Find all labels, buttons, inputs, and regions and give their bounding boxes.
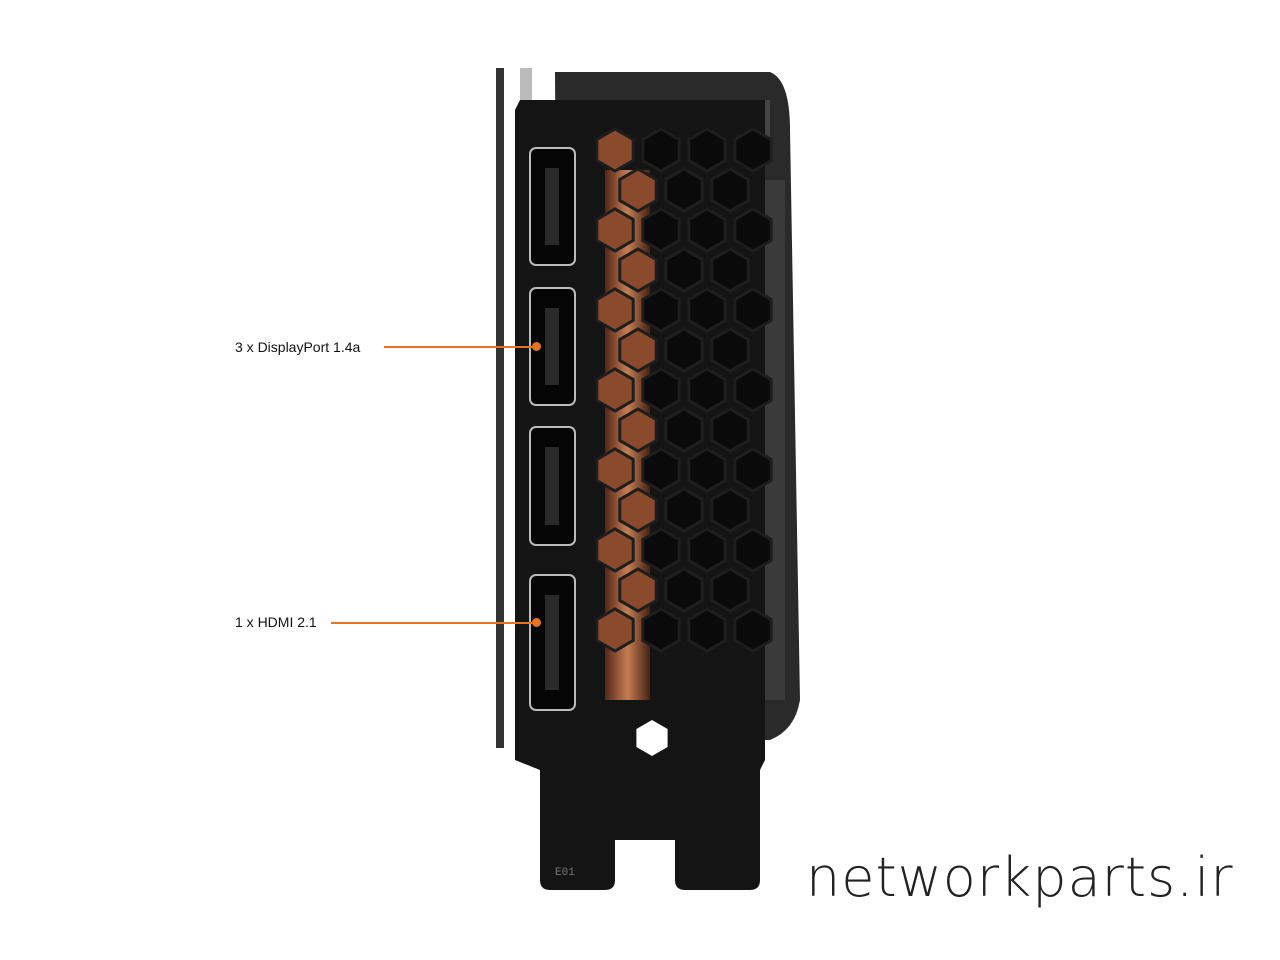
vent-hole — [733, 207, 773, 253]
vent-hole — [618, 567, 658, 613]
port-contacts — [545, 595, 559, 690]
vent-hole — [733, 127, 773, 173]
bracket-marking: E01 — [555, 867, 575, 879]
vent-hole — [687, 127, 727, 173]
vent-hole — [636, 720, 668, 756]
vent-hole — [595, 527, 635, 573]
vent-hole — [618, 407, 658, 453]
watermark: networkparts.ir — [806, 846, 1234, 909]
vent-hole — [641, 367, 681, 413]
vent-hole — [687, 207, 727, 253]
vent-hole — [595, 447, 635, 493]
vent-hole — [733, 367, 773, 413]
vent-hole — [710, 247, 750, 293]
vent-hole — [664, 407, 704, 453]
vent-hole — [641, 447, 681, 493]
vent-hole — [687, 607, 727, 653]
vent-hole — [710, 167, 750, 213]
vent-hole — [595, 367, 635, 413]
vent-hole — [641, 207, 681, 253]
callout-displayport-label: 3 x DisplayPort 1.4a — [235, 339, 361, 355]
callout-displayport-dot — [532, 342, 541, 351]
ports — [529, 147, 576, 711]
vent-hole — [595, 127, 635, 173]
vent-hole — [618, 327, 658, 373]
vent-hole — [687, 527, 727, 573]
callout-hdmi-label: 1 x HDMI 2.1 — [235, 614, 317, 630]
vent-holes — [595, 127, 773, 756]
callout-hdmi-dot — [532, 618, 541, 627]
vent-hole — [733, 447, 773, 493]
vent-hole — [733, 527, 773, 573]
vent-hole — [687, 447, 727, 493]
port-contacts — [545, 168, 559, 245]
vent-hole — [618, 167, 658, 213]
vent-hole — [595, 287, 635, 333]
vent-hole — [710, 407, 750, 453]
vent-hole — [664, 247, 704, 293]
vent-hole — [664, 327, 704, 373]
port-contacts — [545, 447, 559, 525]
vent-hole — [641, 127, 681, 173]
vent-hole — [618, 247, 658, 293]
bracket-edge — [496, 68, 504, 748]
vent-hole — [687, 367, 727, 413]
vent-hole — [641, 527, 681, 573]
vent-hole — [595, 207, 635, 253]
vent-hole — [733, 607, 773, 653]
port-contacts — [545, 308, 559, 385]
vent-hole — [710, 327, 750, 373]
vent-hole — [618, 487, 658, 533]
vent-hole — [595, 607, 635, 653]
callout-displayport-line — [384, 346, 536, 348]
vent-hole — [710, 487, 750, 533]
vent-hole — [664, 167, 704, 213]
vent-hole — [641, 287, 681, 333]
vent-hole — [687, 287, 727, 333]
vent-hole — [664, 567, 704, 613]
callout-hdmi-line — [331, 622, 536, 624]
vent-hole — [733, 287, 773, 333]
vent-hole — [641, 607, 681, 653]
vent-hole — [710, 567, 750, 613]
vent-hole — [664, 487, 704, 533]
